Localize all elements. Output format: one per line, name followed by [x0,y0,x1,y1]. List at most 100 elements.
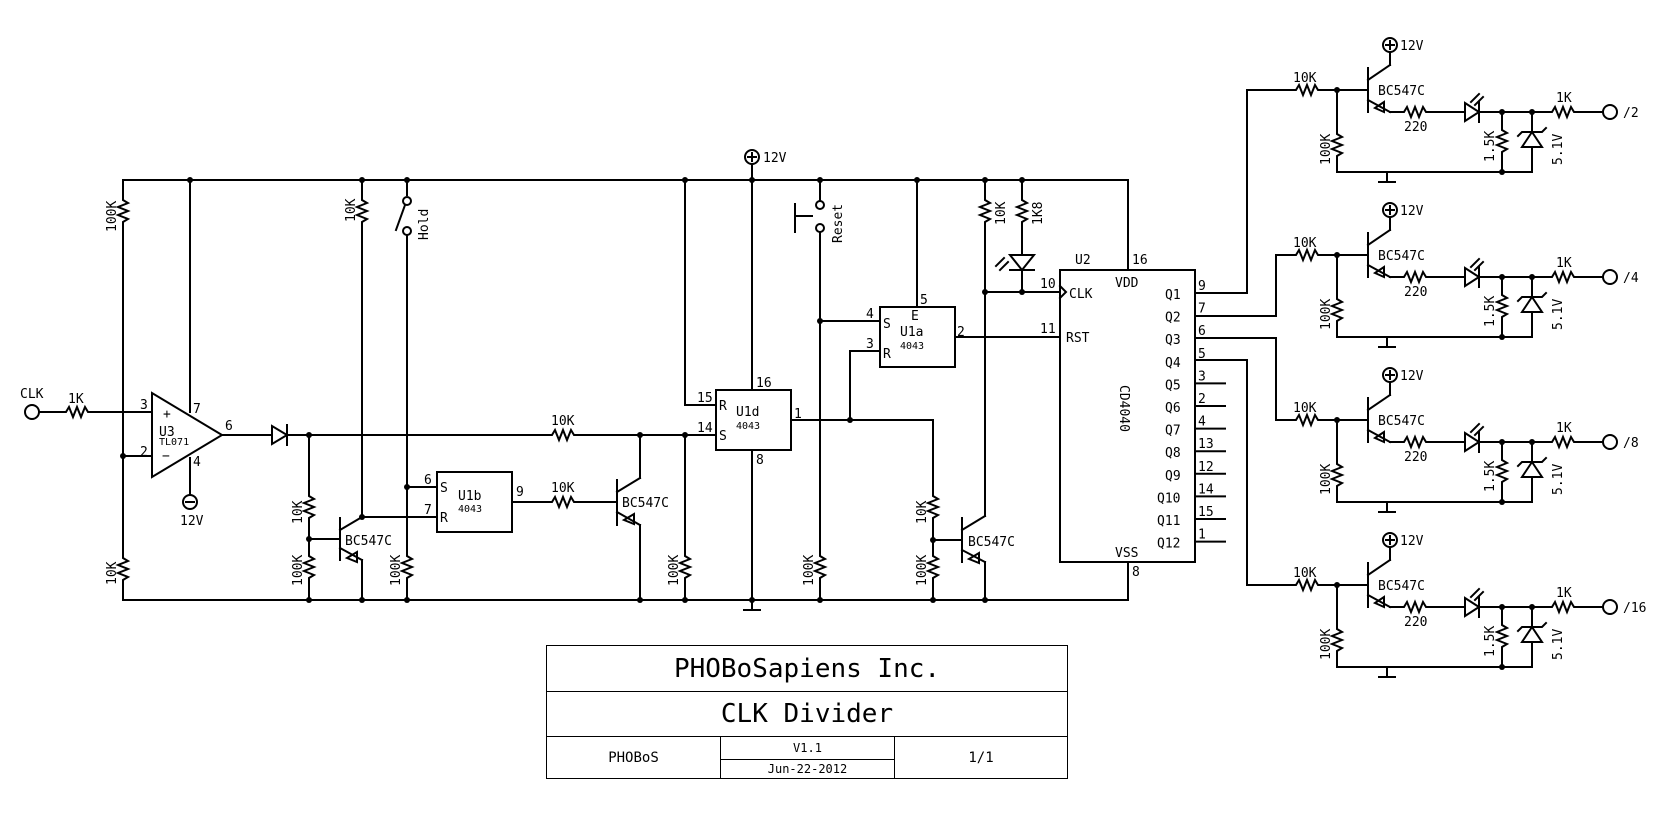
series-resistor [1547,106,1581,118]
svg-text:10K: 10K [551,414,575,429]
output-led [1464,266,1481,288]
svg-text:3: 3 [866,337,874,352]
svg-text:12: 12 [1198,460,1214,475]
svg-text:14: 14 [697,421,713,436]
svg-text:4: 4 [866,307,874,322]
svg-text:100K: 100K [1319,134,1334,165]
base-resistor [1291,249,1325,261]
svg-text:220: 220 [1404,120,1427,135]
vcc-label: 12V [763,151,787,166]
svg-text:5.1V: 5.1V [1551,299,1566,330]
svg-text:13: 13 [1198,437,1214,452]
counter-output-q5: Q53 [1165,369,1226,393]
counter-output-q9: Q9 12 [1165,460,1226,484]
svg-text:Q11: Q11 [1157,514,1180,529]
base-resistor [1291,579,1325,591]
svg-text:220: 220 [1404,285,1427,300]
svg-text:7: 7 [193,402,201,417]
svg-text:RST: RST [1066,331,1090,346]
svg-text:1K: 1K [1556,421,1572,436]
svg-text:R: R [883,347,891,362]
led-resistor [1399,436,1433,448]
load-resistor [1496,620,1508,654]
hold-switch-label: Hold [417,209,432,240]
svg-text:1K: 1K [1556,256,1572,271]
svg-text:U1b: U1b [458,489,482,504]
svg-text:9: 9 [516,485,524,500]
counter-output-q4: Q45 [1165,347,1206,371]
hold-switch[interactable] [394,196,412,236]
output-connector[interactable] [1602,104,1618,120]
output-connector[interactable] [1602,269,1618,285]
svg-text:15: 15 [1198,505,1214,520]
series-resistor [1547,601,1581,613]
svg-text:100K: 100K [105,201,120,232]
svg-text:1.5K: 1.5K [1483,461,1498,492]
svg-text:12V: 12V [1400,39,1424,54]
svg-text:220: 220 [1404,450,1427,465]
zener-diode [1520,295,1544,313]
svg-text:Q1: Q1 [1165,288,1181,303]
svg-text:5.1V: 5.1V [1551,134,1566,165]
svg-text:16: 16 [756,376,772,391]
svg-text:Q5: Q5 [1165,378,1181,393]
svg-text:Q9: Q9 [1165,469,1181,484]
svg-text:10K: 10K [344,198,359,222]
series-resistor [1547,271,1581,283]
svg-text:6: 6 [424,473,432,488]
svg-text:BC547C: BC547C [622,496,669,511]
hold-transistor: BC547C [308,515,392,564]
vcc-icon [1382,532,1398,548]
date: Jun-22-2012 [767,761,848,776]
svg-text:Q12: Q12 [1157,537,1180,552]
counter-output-q3: Q36 [1165,324,1206,348]
svg-text:7: 7 [424,503,432,518]
svg-text:12V: 12V [180,514,204,529]
svg-text:S: S [883,317,891,332]
svg-text:12V: 12V [1400,204,1424,219]
clk-input-connector[interactable] [24,404,40,420]
svg-text:E: E [911,309,919,324]
svg-text:1.5K: 1.5K [1483,626,1498,657]
counter-output-q8: Q8 13 [1165,437,1226,461]
svg-text:4: 4 [1198,415,1206,430]
company-name: PHOBoSapiens Inc. [547,646,1067,692]
svg-text:14: 14 [1198,482,1214,497]
clk-indicator-led [994,254,1037,272]
svg-text:12V: 12V [1400,534,1424,549]
svg-text:U2: U2 [1075,253,1091,268]
reset-button[interactable] [794,200,825,233]
svg-text:10K: 10K [1293,401,1317,416]
revision-cell: V1.1 Jun-22-2012 [721,737,895,778]
svg-text:4: 4 [193,455,201,470]
output-label: /8 [1623,436,1639,451]
output-connector[interactable] [1602,599,1618,615]
svg-text:10: 10 [1040,277,1056,292]
svg-text:100K: 100K [915,555,930,586]
svg-text:BC547C: BC547C [1378,84,1425,99]
u1a-latch: S R E U1a 4043 4 3 5 2 [866,293,965,368]
svg-text:BC547C: BC547C [1378,414,1425,429]
load-resistor [1496,455,1508,489]
counter-part: CD4040 [1116,385,1131,432]
output-connector[interactable] [1602,434,1618,450]
rectifier-diode [271,424,289,446]
counter-output-q2: Q27 [1165,302,1206,326]
u1b-out-resistor [547,496,581,508]
svg-text:Q8: Q8 [1165,446,1181,461]
svg-text:16: 16 [1132,253,1148,268]
clk-transistor: BC547C [932,514,1015,565]
svg-text:1K: 1K [1556,586,1572,601]
zener-diode [1520,625,1544,643]
svg-text:BC547C: BC547C [1378,249,1425,264]
led-resistor [1399,601,1433,613]
svg-text:Q3: Q3 [1165,333,1181,348]
svg-text:Q2: Q2 [1165,311,1181,326]
svg-text:8: 8 [1132,565,1140,580]
svg-text:BC547C: BC547C [1378,579,1425,594]
